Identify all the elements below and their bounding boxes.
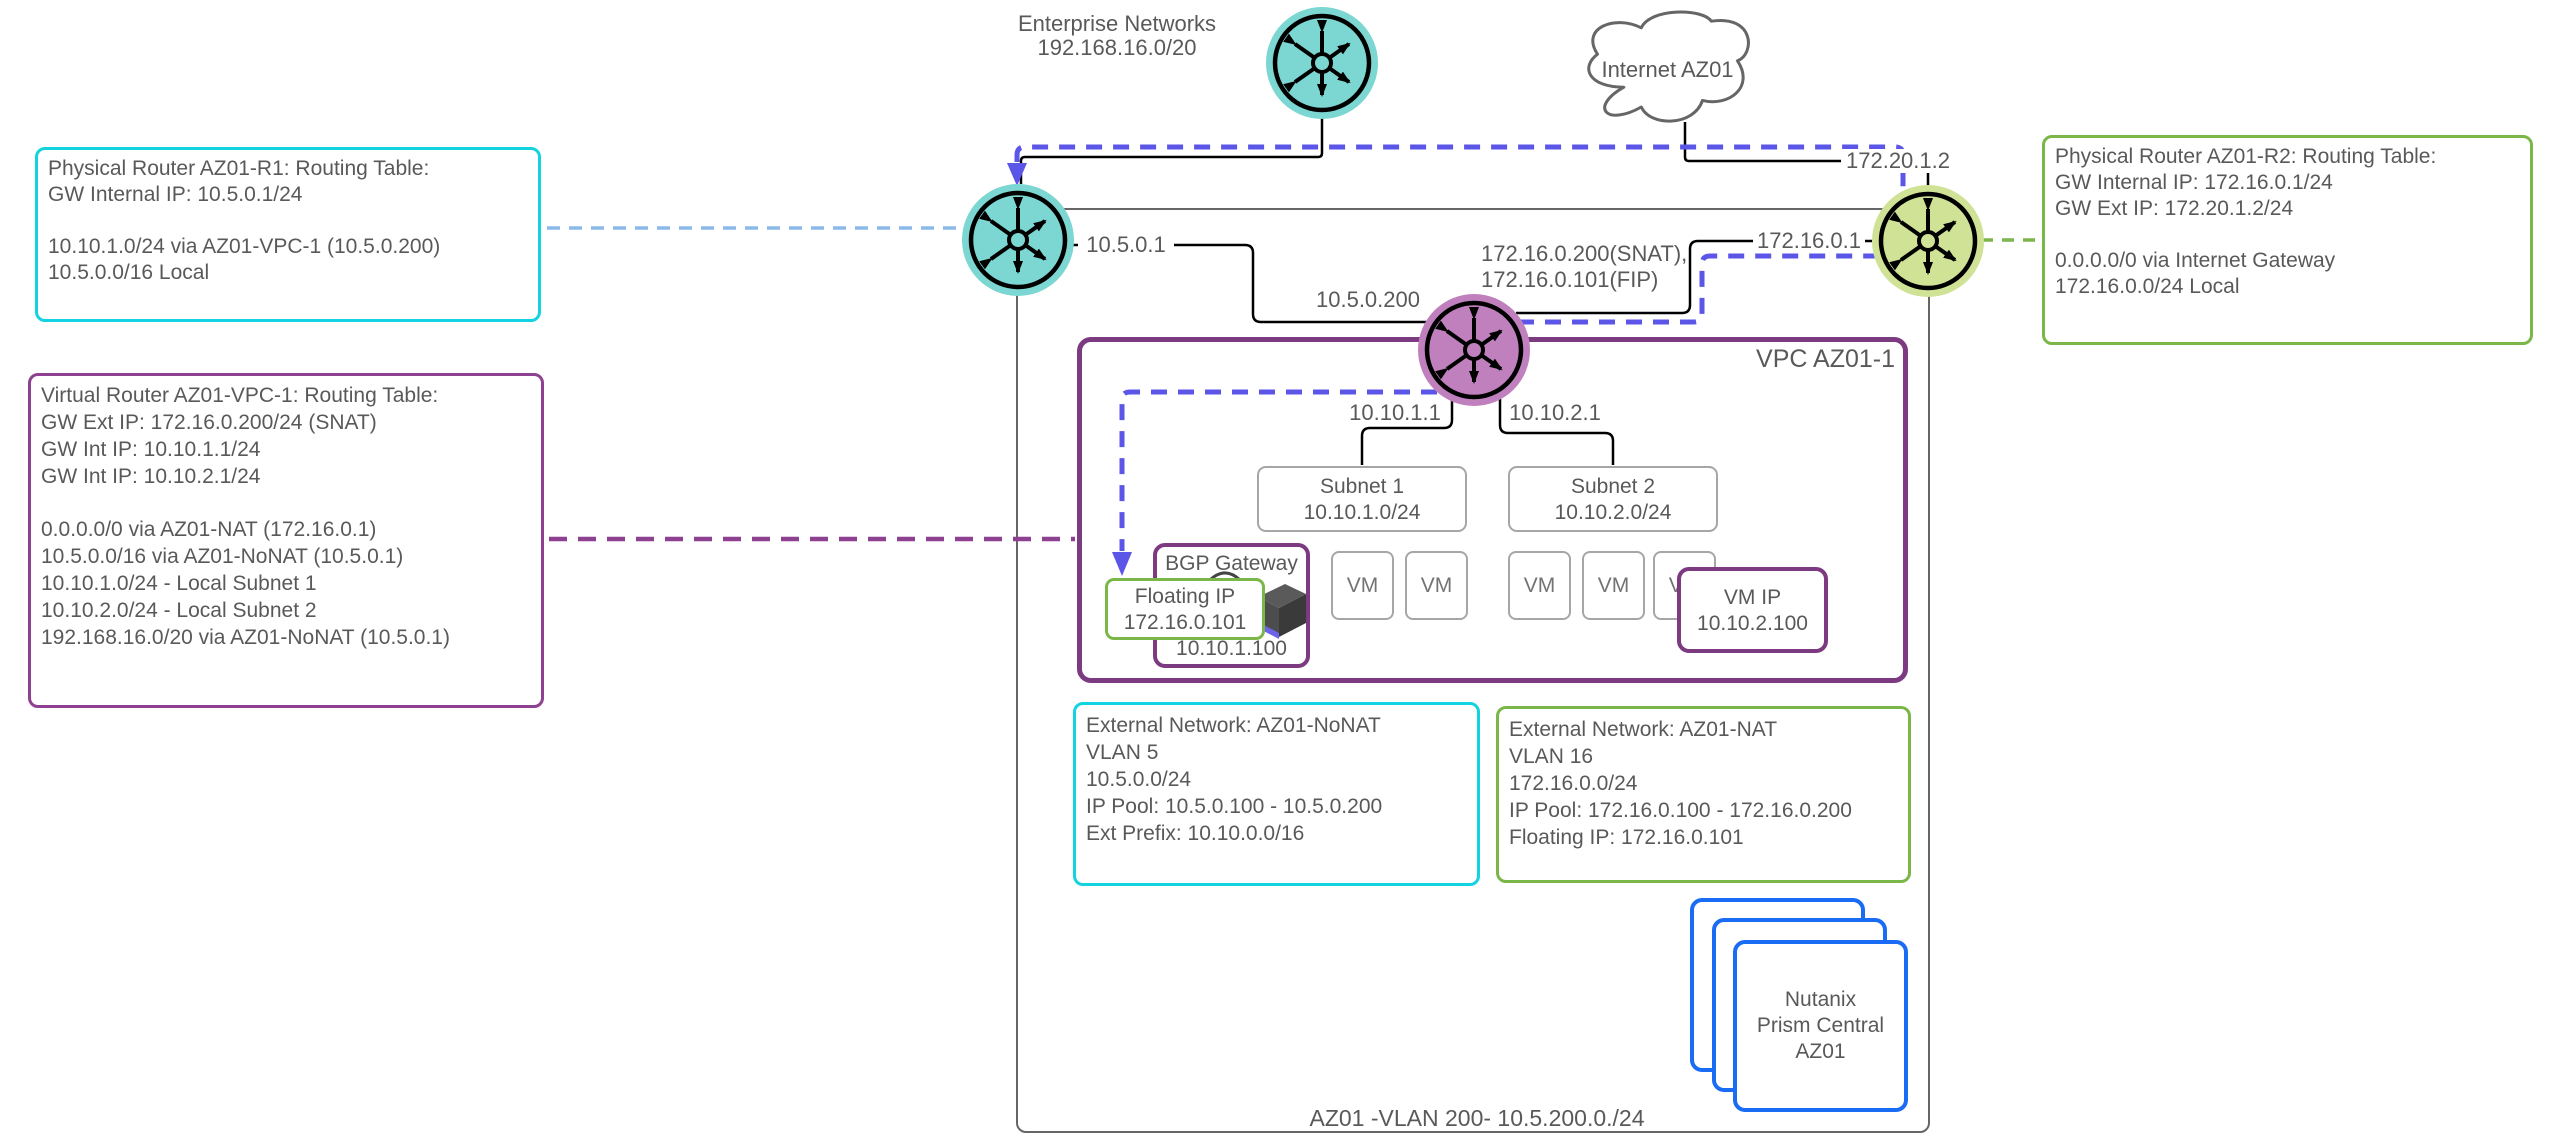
prism-central-box: Nutanix Prism Central AZ01 — [1733, 940, 1908, 1112]
bgp-gateway-ip: 10.10.1.100 — [1176, 637, 1287, 660]
arrowhead-into-r1 — [1007, 163, 1027, 186]
r2-ext-ip-label: 172.20.1.2 — [1841, 149, 1955, 173]
connector-enterprise-to-r1 — [1019, 112, 1324, 184]
dashed-path-enterprise-internet — [1014, 144, 1906, 190]
floating-ip-box: Floating IP 172.16.0.101 — [1105, 578, 1265, 640]
router-icon-enterprise — [1266, 7, 1378, 119]
vpc-nonat-ip-label: 10.5.0.200 — [1316, 287, 1420, 312]
enterprise-network-label: Enterprise Networks 192.168.16.0/20 — [1017, 11, 1217, 60]
r1-gw-ip-label: 10.5.0.1 — [1078, 233, 1174, 257]
vm-box: VM — [1331, 551, 1394, 620]
subnet1-gw-ip-label: 10.10.1.1 — [1349, 400, 1441, 425]
snat-fip-label: 172.16.0.200(SNAT), 172.16.0.101(FIP) — [1481, 241, 1688, 292]
routing-table-vpc1: Virtual Router AZ01-VPC-1: Routing Table… — [28, 373, 544, 708]
vm-box: VM — [1508, 551, 1571, 620]
az01-boundary-box — [1016, 208, 1930, 1133]
routing-table-r2: Physical Router AZ01-R2: Routing Table: … — [2042, 135, 2533, 345]
vm-ip-box: VM IP 10.10.2.100 — [1677, 567, 1828, 653]
external-network-nat-box: External Network: AZ01-NAT VLAN 16 172.1… — [1496, 706, 1911, 883]
vm-box: VM — [1405, 551, 1468, 620]
nat-gw-ip-label: 172.16.0.1 — [1753, 229, 1865, 253]
external-network-nonat-box: External Network: AZ01-NoNAT VLAN 5 10.5… — [1073, 702, 1480, 886]
vpc-title: VPC AZ01-1 — [1756, 345, 1895, 373]
subnet1-box: Subnet 1 10.10.1.0/24 — [1257, 466, 1467, 532]
subnet2-gw-ip-label: 10.10.2.1 — [1509, 400, 1601, 425]
routing-table-r1: Physical Router AZ01-R1: Routing Table: … — [35, 147, 541, 322]
bgp-gateway-title: BGP Gateway — [1165, 552, 1298, 575]
internet-cloud-label: Internet AZ01 — [1601, 57, 1734, 82]
vm-box: VM — [1582, 551, 1645, 620]
subnet2-box: Subnet 2 10.10.2.0/24 — [1508, 466, 1718, 532]
az01-footer-label: AZ01 -VLAN 200- 10.5.200.0./24 — [1309, 1105, 1645, 1131]
